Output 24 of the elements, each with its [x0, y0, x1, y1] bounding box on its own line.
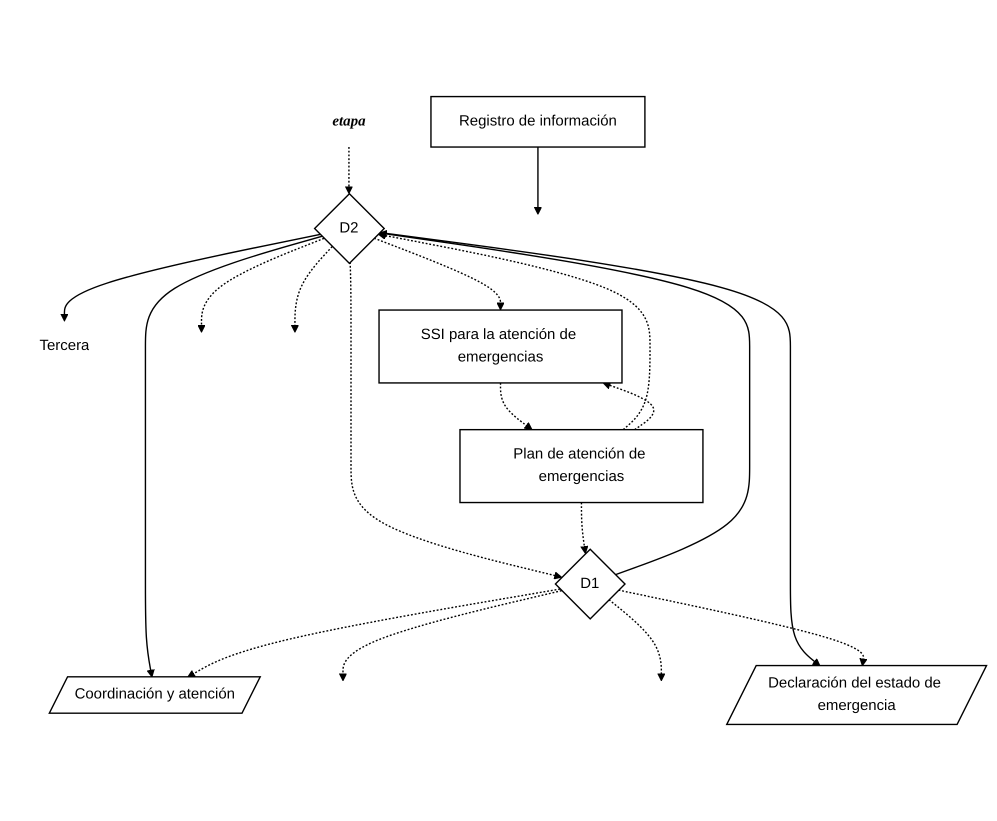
arrow	[348, 262, 562, 580]
arrow	[144, 236, 322, 678]
node-text: Tercera	[39, 338, 89, 354]
arrow	[290, 246, 332, 333]
arrow	[344, 147, 353, 194]
arrow	[499, 382, 532, 430]
arrow	[186, 588, 560, 678]
arrow	[338, 590, 562, 682]
node-diamond: D2	[313, 192, 385, 264]
arrow	[378, 230, 750, 576]
arrow	[580, 502, 588, 554]
node-text: etapa	[332, 113, 366, 130]
node-box: Plan de atención de emergencias	[458, 428, 704, 504]
arrow	[377, 232, 650, 430]
node-box: SSI para la atención de emergencias	[378, 309, 622, 384]
arrow	[373, 238, 504, 310]
node-diamond: D1	[554, 548, 626, 620]
arrow	[608, 599, 665, 682]
node-box: Registro de información	[430, 96, 646, 148]
arrow	[60, 234, 320, 322]
arrow	[618, 589, 868, 666]
arrow	[533, 147, 542, 215]
arrow	[196, 238, 324, 333]
arrow	[602, 382, 654, 430]
